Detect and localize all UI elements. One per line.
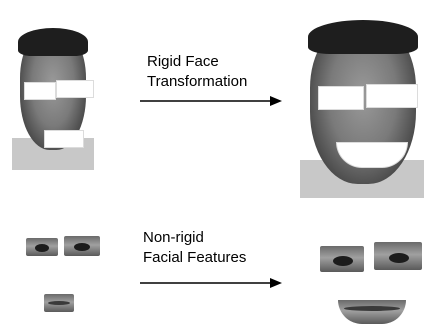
rigid-label-line1: Rigid Face [147, 52, 219, 71]
right-eye-patch-transformed [374, 242, 422, 270]
nonrigid-label-line2: Facial Features [143, 248, 246, 267]
nonrigid-label-line1: Non-rigid [143, 228, 204, 247]
left-eye-patch [26, 238, 58, 256]
mouth-mask [44, 130, 84, 148]
right-arrow-icon [140, 276, 282, 290]
left-eye-mask [318, 86, 364, 110]
right-eye-patch [64, 236, 100, 256]
left-eye-patch-transformed [320, 246, 364, 272]
transformed-face-photo [300, 10, 424, 198]
hair [308, 20, 418, 54]
hair [18, 28, 88, 56]
right-eye-mask [366, 84, 418, 108]
left-eye-mask [24, 82, 56, 100]
right-eye-mask [56, 80, 94, 98]
mouth-patch-transformed [338, 300, 406, 324]
right-arrow-icon [140, 94, 282, 108]
source-face-photo [12, 20, 94, 170]
mouth-patch [44, 294, 74, 312]
rigid-label-line2: Transformation [147, 72, 247, 91]
